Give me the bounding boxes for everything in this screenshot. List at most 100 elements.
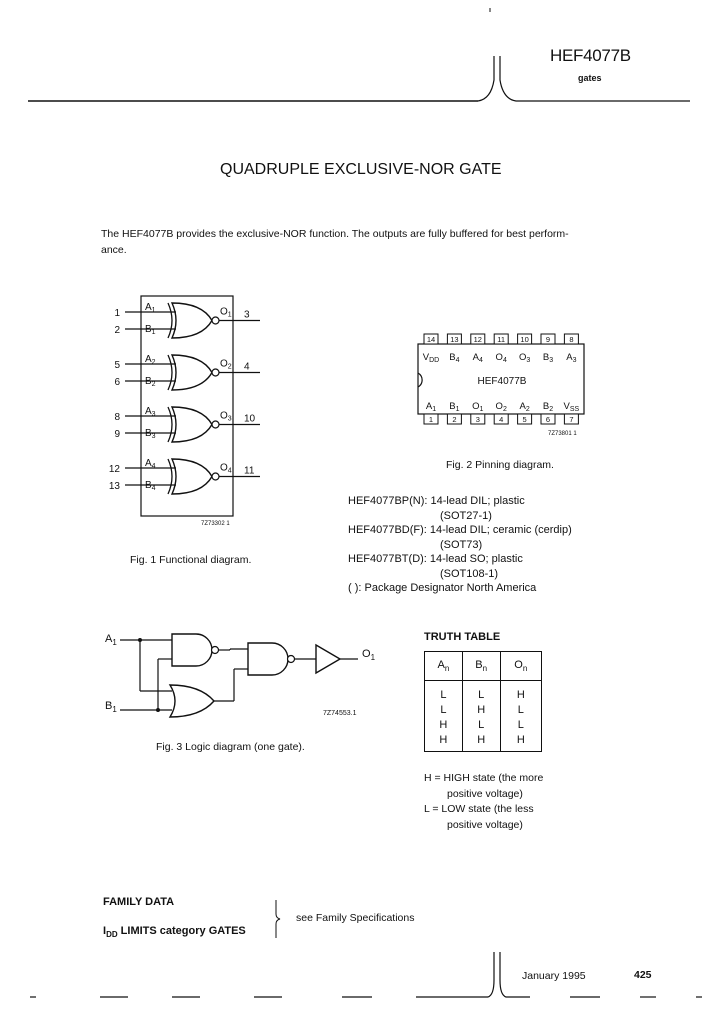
input-label-b: B1 <box>145 324 156 336</box>
input-label-b: B2 <box>145 376 156 388</box>
pin-label-bottom: B1 <box>449 401 459 413</box>
header-a: An <box>424 651 463 681</box>
xnor-extra-arc <box>167 406 173 443</box>
pin-number: 14 <box>427 335 435 344</box>
input-label-b: B4 <box>145 480 156 492</box>
footer-rule <box>30 952 702 998</box>
xnor-bubble <box>211 420 220 429</box>
family-data-label: FAMILY DATA <box>103 896 175 908</box>
pin-number: 5 <box>523 415 527 424</box>
table-cell: L <box>461 717 501 732</box>
idd-limits-label: IDD LIMITS category GATES <box>103 925 246 940</box>
table-cell: L <box>499 717 543 732</box>
package-3: HEF4077BT(D): 14-lead SO; plastic <box>348 553 523 565</box>
pin-number: 9 <box>546 335 550 344</box>
pin-number: 11 <box>244 466 255 477</box>
pin-box-bottom <box>563 413 579 425</box>
xnor-gate <box>170 354 213 391</box>
xnor-gate <box>170 406 213 443</box>
table-cell: L <box>424 702 463 717</box>
input-label-a: A2 <box>145 354 156 366</box>
pin-label-bottom: A2 <box>519 401 529 413</box>
pin-number: 2 <box>452 415 456 424</box>
output-label: O2 <box>220 359 232 371</box>
table-cell: L <box>499 702 543 717</box>
xnor-extra-arc <box>167 302 173 339</box>
pin-label-bottom: O1 <box>472 401 483 413</box>
pin-number: 10 <box>244 414 256 425</box>
table-cell: H <box>461 702 501 717</box>
pin-number: 6 <box>546 415 550 424</box>
family-label: gates <box>578 73 602 83</box>
input-label-a: A3 <box>145 406 156 418</box>
pin-box-top <box>493 333 509 345</box>
pin-box-bottom <box>446 413 462 425</box>
truth-note-low-2: positive voltage) <box>447 819 523 831</box>
pin-label-bottom: B2 <box>543 401 553 413</box>
pin-label-top: O3 <box>519 352 530 364</box>
fig3-input-a: A1 <box>105 633 117 648</box>
pin-box-bottom <box>493 413 509 425</box>
package-2: HEF4077BD(F): 14-lead DIL; ceramic (cerd… <box>348 524 572 536</box>
truth-table-title: TRUTH TABLE <box>424 631 501 643</box>
package-3-sot: (SOT108-1) <box>440 568 499 580</box>
pin-box-top <box>446 333 462 345</box>
output-label: O3 <box>220 411 232 423</box>
package-2-sot: (SOT73) <box>440 539 483 551</box>
input-label-a: A4 <box>145 458 156 470</box>
package-note: ( ): Package Designator North America <box>348 582 537 594</box>
pin-box-bottom <box>423 413 439 425</box>
family-brace <box>275 900 281 938</box>
pin-box-top <box>517 333 533 345</box>
fig3-input-b: B1 <box>105 700 117 715</box>
fig1-code: 7Z73302 1 <box>201 521 230 527</box>
pin-box-bottom <box>470 413 486 425</box>
pin-number: 8 <box>569 335 573 344</box>
table-cell: H <box>424 732 463 752</box>
output-label: O4 <box>220 463 232 475</box>
table-cell: H <box>499 680 543 702</box>
truth-note-low: L = LOW state (the less <box>424 803 534 815</box>
pin-label-top: O4 <box>496 352 507 364</box>
xnor-gate <box>170 302 213 339</box>
xnor-gate <box>170 458 213 495</box>
pin-number: 2 <box>114 325 120 336</box>
pin-label-top: VDD <box>423 352 439 364</box>
chip-name: HEF4077B <box>478 376 527 387</box>
intro-text-line2: ance. <box>101 244 127 256</box>
output-label: O1 <box>220 307 232 319</box>
pin-number: 13 <box>450 335 458 344</box>
page-number: 425 <box>634 969 652 981</box>
pin-number: 12 <box>474 335 482 344</box>
pin-number: 11 <box>497 335 505 344</box>
pin-number: 9 <box>114 429 120 440</box>
pin-number: 5 <box>114 360 120 371</box>
table-cell: H <box>424 717 463 732</box>
xnor-bubble <box>211 316 220 325</box>
family-see: see Family Specifications <box>296 912 415 924</box>
pin-number: 7 <box>569 415 573 424</box>
package-1: HEF4077BP(N): 14-lead DIL; plastic <box>348 495 525 507</box>
pin-label-top: A4 <box>473 352 483 364</box>
pin-box-bottom <box>540 413 556 425</box>
fig3-code: 7Z74553.1 <box>323 710 357 717</box>
pin-number: 4 <box>499 415 503 424</box>
header-rule <box>28 8 690 102</box>
truth-note-high: H = HIGH state (the more <box>424 772 544 784</box>
input-label-a: A1 <box>145 302 156 314</box>
pin-number: 3 <box>244 310 250 321</box>
pin-number: 6 <box>114 377 120 388</box>
table-cell: L <box>424 680 463 702</box>
pin-label-top: A3 <box>566 352 576 364</box>
pin-number: 1 <box>429 415 433 424</box>
pin-number: 3 <box>476 415 480 424</box>
pin-box-bottom <box>517 413 533 425</box>
pin-label-bottom: VSS <box>564 401 580 413</box>
xnor-bubble <box>211 472 220 481</box>
table-cell: L <box>461 680 501 702</box>
header-b: Bn <box>461 651 501 681</box>
